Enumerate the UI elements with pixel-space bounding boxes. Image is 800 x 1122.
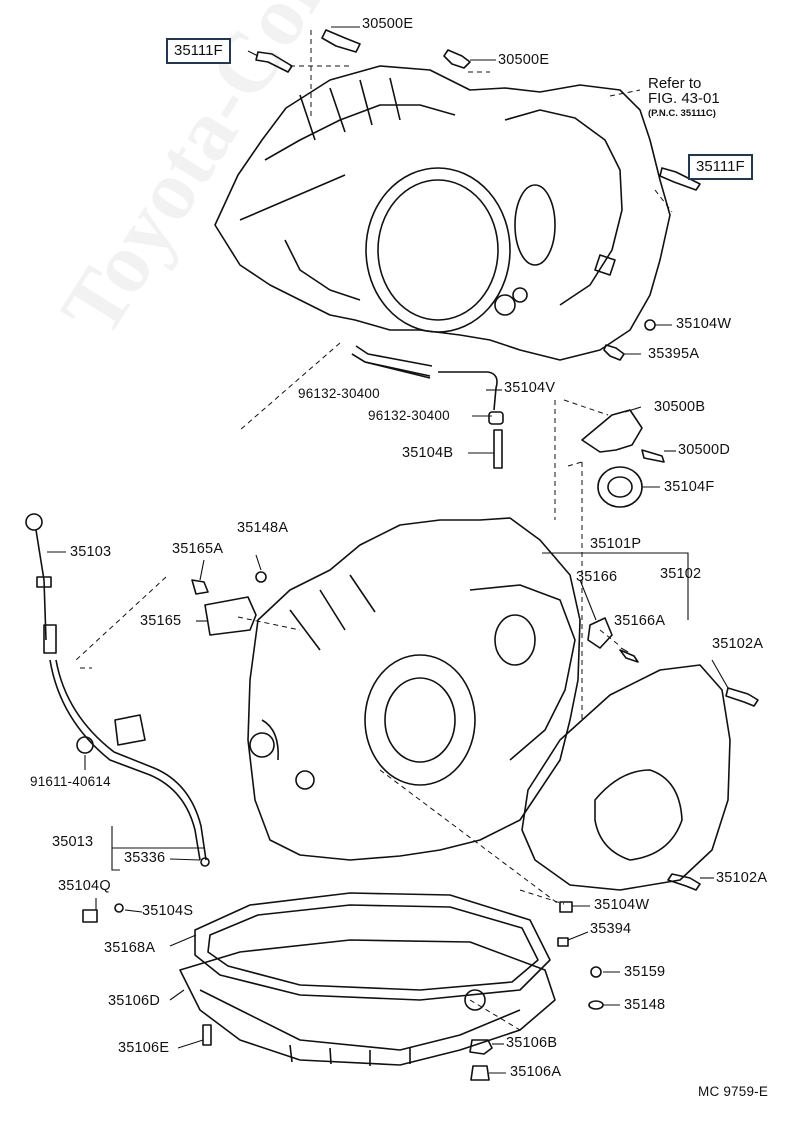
bolt-35166a	[619, 649, 639, 663]
dipstick-tube-35013	[49, 659, 201, 861]
label-35103: 35103	[70, 544, 112, 560]
label-35166: 35166	[576, 569, 618, 585]
nut-35148a	[255, 571, 267, 583]
label-35104v: 35104V	[504, 380, 556, 396]
figure-code: MC 9759-E	[698, 1084, 769, 1099]
label-35104s: 35104S	[142, 903, 194, 919]
plug-35104w-bottom	[559, 901, 573, 913]
label-30500b: 30500B	[654, 399, 706, 415]
transaxle-case	[247, 517, 581, 861]
oring-35104s	[114, 903, 124, 913]
label-30500e-top: 30500E	[362, 16, 414, 32]
gasket-35148	[588, 1000, 604, 1010]
label-35168a: 35168A	[104, 940, 156, 956]
oil-pan-gasket-35168a	[194, 892, 551, 1001]
bolt-35165a	[191, 579, 209, 595]
oring-35336	[200, 857, 210, 867]
label-96132-30400-b: 96132-30400	[368, 408, 450, 423]
plug-35104w-top	[644, 319, 656, 331]
plug-35104q	[82, 909, 98, 923]
reference-note: Refer to FIG. 43-01 (P.N.C. 35111C)	[648, 76, 720, 121]
bolt-35111f-left	[255, 51, 293, 73]
bolt-35102a-top	[725, 687, 759, 707]
transaxle-housing	[214, 65, 671, 361]
label-35148a: 35148A	[237, 520, 289, 536]
label-35102a-top: 35102A	[712, 636, 764, 652]
label-35165a: 35165A	[172, 541, 224, 557]
bracket-35165	[204, 596, 257, 636]
bolt-30500e-mid	[443, 49, 471, 69]
oil-seal-35104f	[597, 466, 643, 508]
gasket-35159	[590, 966, 602, 978]
label-35336: 35336	[124, 850, 166, 866]
bolt-35106a	[470, 1065, 490, 1081]
bolt-30500e-top	[321, 29, 361, 53]
label-35148: 35148	[624, 997, 666, 1013]
label-35106d: 35106D	[108, 993, 160, 1009]
nut-35106b	[469, 1039, 493, 1055]
label-35106b: 35106B	[506, 1035, 558, 1051]
label-35104w-top: 35104W	[676, 316, 732, 332]
breather-plug	[493, 429, 503, 469]
breather-hose	[351, 353, 498, 411]
plug-35166	[587, 617, 613, 649]
side-cover-35102	[521, 664, 731, 891]
label-35104q: 35104Q	[58, 878, 111, 894]
note-line2: FIG. 43-01	[648, 90, 720, 107]
bolt-35106e	[202, 1024, 212, 1046]
label-35166a: 35166A	[614, 613, 666, 629]
label-35159: 35159	[624, 964, 666, 980]
boxed-part-35111f-left: 35111F	[166, 38, 231, 64]
label-35104b: 35104B	[402, 445, 454, 461]
label-30500e-mid: 30500E	[498, 52, 550, 68]
label-35102a-bottom: 35102A	[716, 870, 768, 886]
note-line3: (P.N.C. 35111C)	[648, 108, 716, 119]
note-line1: Refer to	[648, 75, 702, 92]
bracket-30500b	[581, 409, 643, 453]
label-35106a: 35106A	[510, 1064, 562, 1080]
bolt-35111f-right	[659, 167, 701, 191]
label-35165: 35165	[140, 613, 182, 629]
dipstick-35103	[25, 513, 57, 654]
label-35104w-bottom: 35104W	[594, 897, 650, 913]
bolt-30500d	[641, 449, 665, 463]
boxed-part-35111f-right: 35111F	[688, 154, 753, 180]
bolt-35395a	[603, 344, 625, 361]
label-35101p: 35101P	[590, 536, 642, 552]
label-96132-30400-a: 96132-30400	[298, 386, 380, 401]
label-35102: 35102	[660, 566, 702, 582]
label-35104f: 35104F	[664, 479, 715, 495]
label-35395a: 35395A	[648, 346, 700, 362]
bolt-35102a-bottom	[667, 873, 701, 891]
label-35106e: 35106E	[118, 1040, 170, 1056]
label-91611-40614: 91611-40614	[30, 774, 111, 789]
label-35394: 35394	[590, 921, 632, 937]
hose-clamp	[488, 411, 504, 425]
label-35013: 35013	[52, 834, 94, 850]
clip-91611-40614	[76, 736, 94, 754]
magnet-35394	[557, 937, 569, 947]
label-30500d: 30500D	[678, 442, 730, 458]
